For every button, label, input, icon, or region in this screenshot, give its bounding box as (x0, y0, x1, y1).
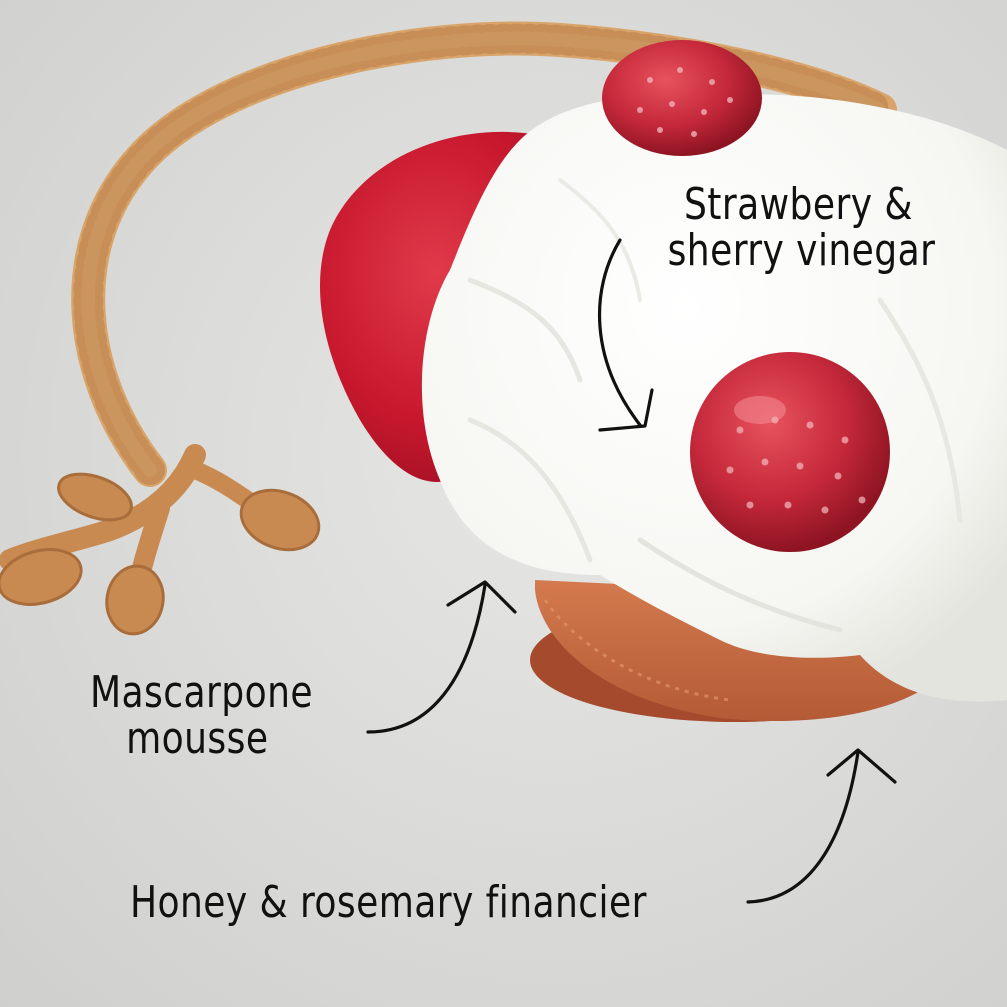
label-line: Honey & rosemary financier (130, 877, 647, 928)
cookie-sprig (0, 444, 321, 636)
label-line: mousse (126, 713, 269, 765)
arrow-to-strawberry (598, 238, 654, 432)
wild-strawberry-center (690, 352, 890, 552)
label-line: sherry vinegar (667, 225, 936, 277)
annotation-arrows (366, 238, 897, 904)
label-mascarpone-mousse: Mascarpone mousse (90, 667, 313, 765)
arrow-to-financier (746, 748, 897, 904)
wild-strawberry-top (602, 40, 762, 156)
label-line: Mascarpone (90, 667, 313, 718)
label-strawberry-sherry-vinegar: Strawbery & sherry vinegar (668, 179, 935, 274)
label-line: Strawbery & (684, 179, 913, 230)
arrow-to-mousse (366, 580, 517, 734)
label-honey-rosemary-financier: Honey & rosemary financier (130, 877, 647, 928)
